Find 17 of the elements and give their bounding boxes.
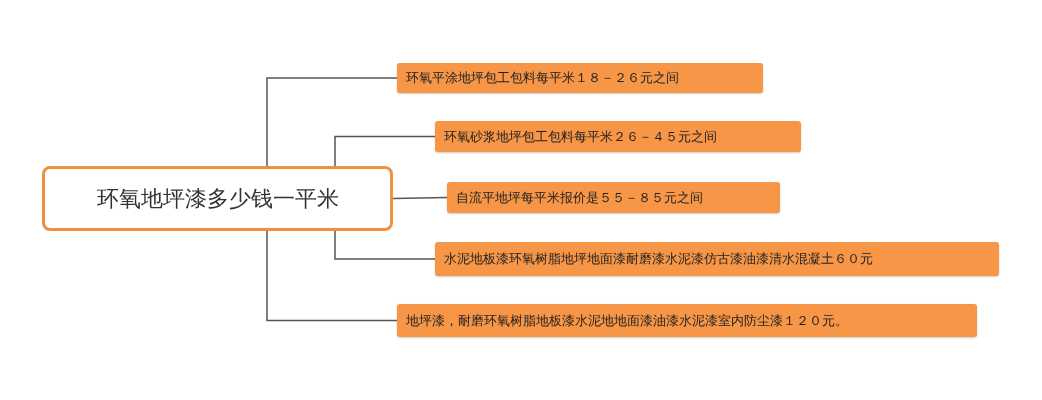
topic-box	[42, 166, 393, 231]
connector-line	[266, 230, 398, 322]
branch-text: 水泥地板漆环氧树脂地坪地面漆耐磨漆水泥漆仿古漆油漆清水混凝土６０元	[444, 250, 873, 268]
connector-line	[266, 77, 398, 167]
branch-box	[397, 63, 763, 93]
connector-line	[334, 135, 436, 167]
branch-box	[435, 121, 801, 152]
branch-text: 环氧平涂地坪包工包料每平米１８－２６元之间	[406, 69, 679, 87]
branch-box	[447, 182, 780, 213]
branch-text: 地坪漆，耐磨环氧树脂地板漆水泥地地面漆油漆水泥漆室内防尘漆１２０元。	[406, 311, 848, 330]
branch-box	[397, 304, 977, 337]
branch-text: 环氧砂浆地坪包工包料每平米２６－４５元之间	[444, 127, 717, 146]
connector-line	[334, 230, 436, 260]
connector-line	[392, 196, 448, 200]
branch-box	[435, 242, 999, 276]
topic-text: 环氧地坪漆多少钱一平米	[96, 184, 339, 213]
branch-text: 自流平地坪每平米报价是５５－８５元之间	[456, 188, 703, 207]
